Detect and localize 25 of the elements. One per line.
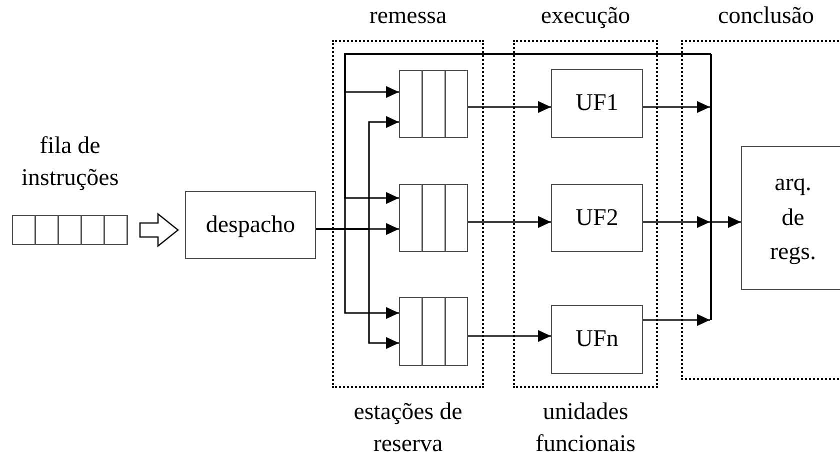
register-file-box: arq. de regs.	[741, 146, 840, 290]
unit-box: UF1	[551, 69, 643, 138]
arrow	[643, 101, 710, 113]
arrow	[344, 53, 711, 319]
arrow	[468, 216, 551, 228]
buffer-box	[399, 184, 468, 252]
hollow-arrow	[139, 212, 180, 248]
arrow	[643, 314, 710, 326]
buffer-box	[399, 297, 468, 366]
region-caption: unidades funcionais	[534, 398, 636, 460]
bus-line	[710, 54, 712, 320]
queue-label: fila de instruções	[20, 132, 120, 194]
buffer-box	[399, 70, 468, 138]
unit-box: UF2	[551, 184, 643, 252]
arrow	[316, 228, 399, 349]
arrow	[468, 101, 551, 113]
region-title: execução	[540, 2, 630, 31]
arrow	[643, 216, 710, 228]
arrow	[468, 330, 551, 342]
region-title: conclusão	[718, 2, 814, 31]
region-title: remessa	[369, 2, 447, 31]
unit-box: UFn	[551, 305, 643, 374]
region-caption: estações de reserva	[352, 398, 464, 460]
unit-box: despacho	[185, 191, 316, 259]
arrow	[712, 216, 741, 228]
